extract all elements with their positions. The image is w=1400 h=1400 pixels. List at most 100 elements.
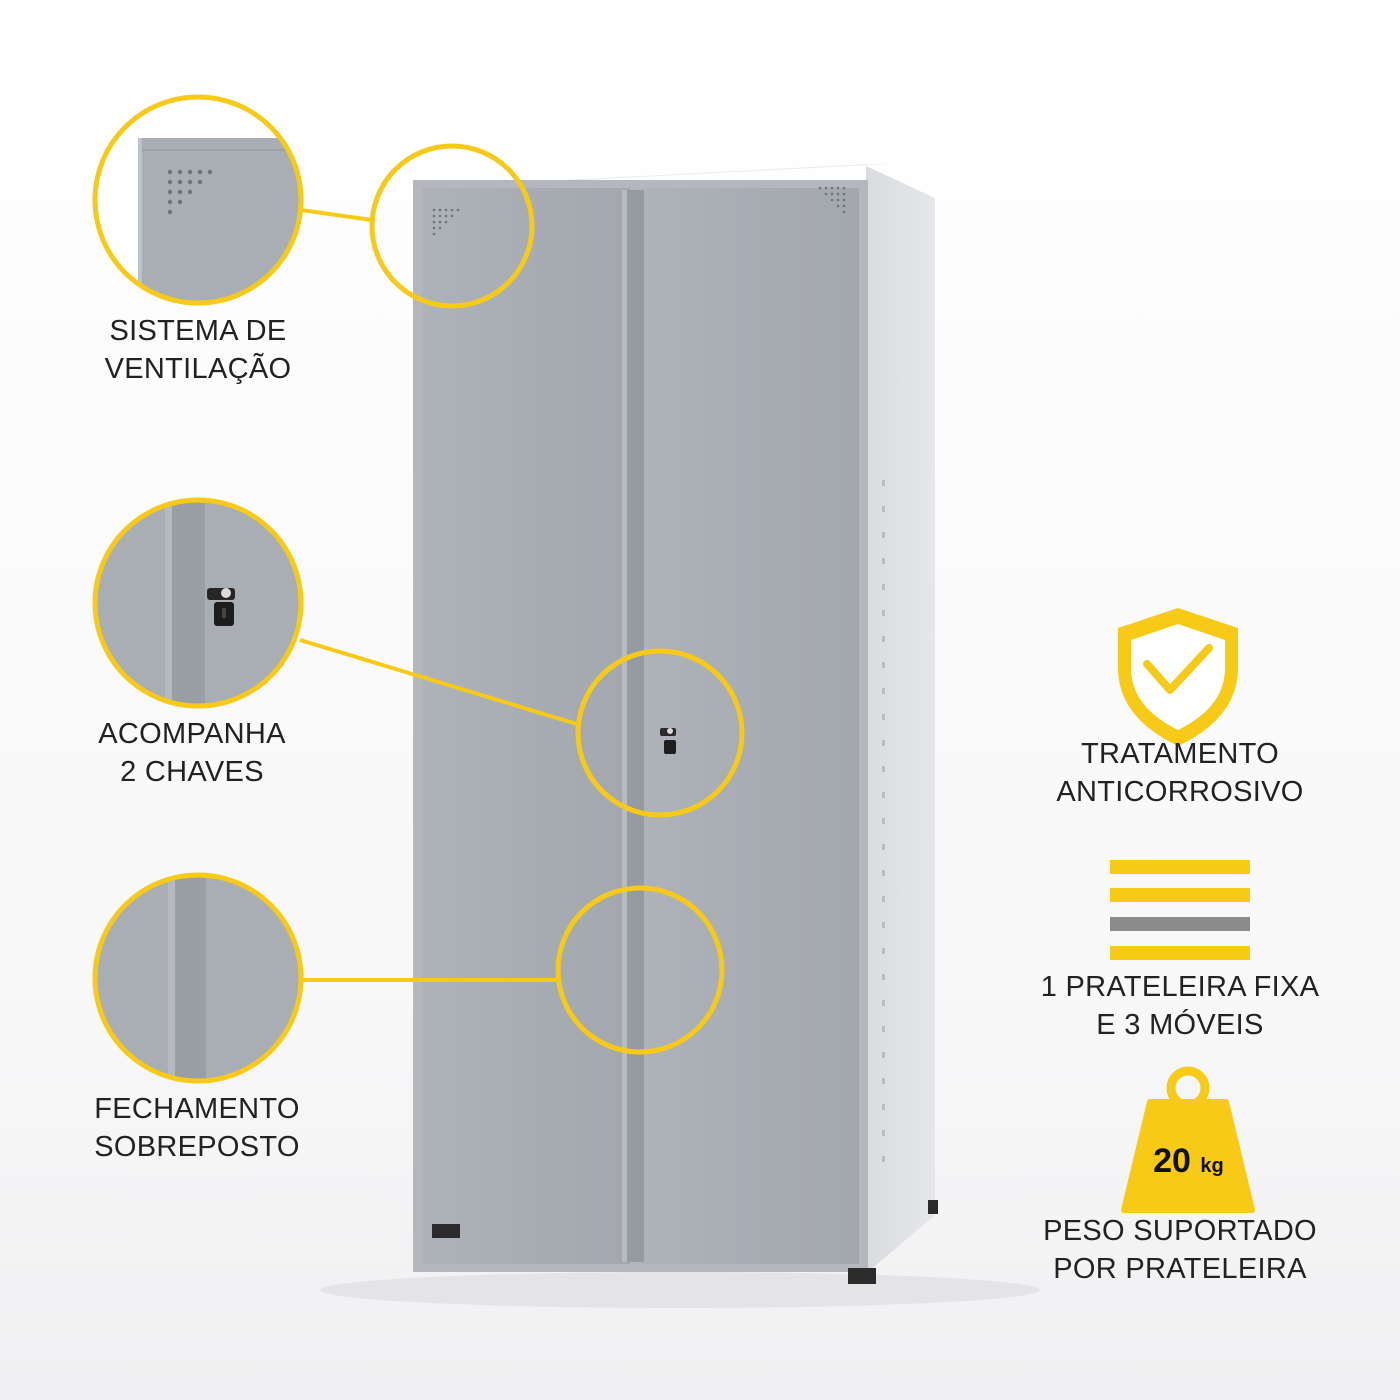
side-hole xyxy=(882,818,885,824)
closing-label: FECHAMENTO SOBREPOSTO xyxy=(94,1093,300,1163)
vent-hole xyxy=(444,220,448,224)
vent-hole xyxy=(444,208,448,212)
lock-zoom-icon xyxy=(207,588,235,626)
vent-hole xyxy=(432,232,436,236)
side-hole xyxy=(882,740,885,746)
side-hole xyxy=(882,1052,885,1058)
vent-hole xyxy=(432,226,436,230)
side-hole xyxy=(882,480,885,486)
ventilation-label: SISTEMA DE VENTILAÇÃO xyxy=(104,315,292,385)
side-hole xyxy=(882,1078,885,1084)
vent-hole xyxy=(842,198,846,202)
left-door xyxy=(422,188,630,1264)
vent-hole xyxy=(438,220,442,224)
floor-shadow xyxy=(320,1272,1040,1308)
keys-zoom xyxy=(92,497,304,709)
vent-hole xyxy=(187,179,193,185)
ventilation-zoom-ring xyxy=(92,94,304,306)
side-hole xyxy=(882,974,885,980)
side-hole xyxy=(882,792,885,798)
vent-hole xyxy=(432,214,436,218)
vent-hole xyxy=(842,186,846,190)
cabinet xyxy=(413,164,938,1284)
vent-hole xyxy=(197,169,203,175)
weight-icon: 20 kg xyxy=(1121,1066,1255,1213)
side-hole xyxy=(882,870,885,876)
anticorrosion-label: TRATAMENTO ANTICORROSIVO xyxy=(1056,738,1304,808)
shield-check-icon xyxy=(1118,608,1238,746)
vent-hole xyxy=(167,189,173,195)
vent-hole xyxy=(842,204,846,208)
lock-icon xyxy=(660,728,676,754)
cabinet-foot xyxy=(848,1268,876,1284)
vent-holes-zoom xyxy=(167,169,213,215)
vent-hole xyxy=(438,208,442,212)
callout-markers xyxy=(299,143,745,1055)
side-hole xyxy=(882,688,885,694)
side-hole xyxy=(882,1156,885,1162)
vent-hole xyxy=(177,189,183,195)
side-hole xyxy=(882,662,885,668)
weight-value: 20 xyxy=(1153,1142,1191,1180)
keys-label: ACOMPANHA 2 CHAVES xyxy=(98,718,286,788)
vent-hole xyxy=(167,179,173,185)
keys-zoom-ring xyxy=(92,497,304,709)
side-hole xyxy=(882,506,885,512)
vent-holes-left xyxy=(432,208,460,236)
vent-hole xyxy=(177,179,183,185)
vent-holes-right xyxy=(818,186,846,214)
vent-hole xyxy=(444,214,448,218)
side-hole xyxy=(882,896,885,902)
side-perforations xyxy=(882,480,885,1162)
vent-hole xyxy=(824,192,828,196)
side-hole xyxy=(882,610,885,616)
vent-hole xyxy=(818,186,822,190)
keys-connector xyxy=(299,638,581,727)
side-hole xyxy=(882,922,885,928)
side-hole xyxy=(882,558,885,564)
vent-hole xyxy=(438,214,442,218)
side-hole xyxy=(882,636,885,642)
vent-hole xyxy=(167,169,173,175)
vent-hole xyxy=(842,192,846,196)
side-hole xyxy=(882,1130,885,1136)
side-hole xyxy=(882,948,885,954)
vent-connector xyxy=(300,208,373,222)
side-hole xyxy=(882,1104,885,1110)
cabinet-side xyxy=(866,166,935,1272)
vent-hole xyxy=(167,199,173,205)
vent-hole xyxy=(438,226,442,230)
closing-zoom xyxy=(92,872,304,1084)
vent-hole xyxy=(830,186,834,190)
shelves-label: 1 PRATELEIRA FIXA E 3 MÓVEIS xyxy=(1040,971,1320,1041)
vent-hole xyxy=(177,169,183,175)
weight-unit: kg xyxy=(1200,1155,1223,1177)
cabinet-foot xyxy=(432,1224,460,1238)
vent-hole xyxy=(207,169,213,175)
vent-hole xyxy=(432,220,436,224)
side-hole xyxy=(882,532,885,538)
lock-marker-circle xyxy=(575,648,745,818)
side-hole xyxy=(882,1000,885,1006)
vent-hole xyxy=(836,204,840,208)
side-hole xyxy=(882,844,885,850)
vent-hole xyxy=(836,186,840,190)
ventilation-zoom xyxy=(92,94,304,306)
vent-hole xyxy=(177,199,183,205)
closing-strip xyxy=(622,190,644,1262)
side-hole xyxy=(882,1026,885,1032)
vent-hole xyxy=(830,198,834,202)
side-hole xyxy=(882,584,885,590)
vent-hole xyxy=(450,214,454,218)
vent-hole xyxy=(187,169,193,175)
side-hole xyxy=(882,714,885,720)
closing-zoom-ring xyxy=(92,872,304,1084)
vent-hole xyxy=(456,208,460,212)
vent-hole xyxy=(187,189,193,195)
vent-hole xyxy=(830,192,834,196)
vent-hole xyxy=(836,192,840,196)
vent-hole xyxy=(197,179,203,185)
side-hole xyxy=(882,766,885,772)
vent-hole xyxy=(450,208,454,212)
